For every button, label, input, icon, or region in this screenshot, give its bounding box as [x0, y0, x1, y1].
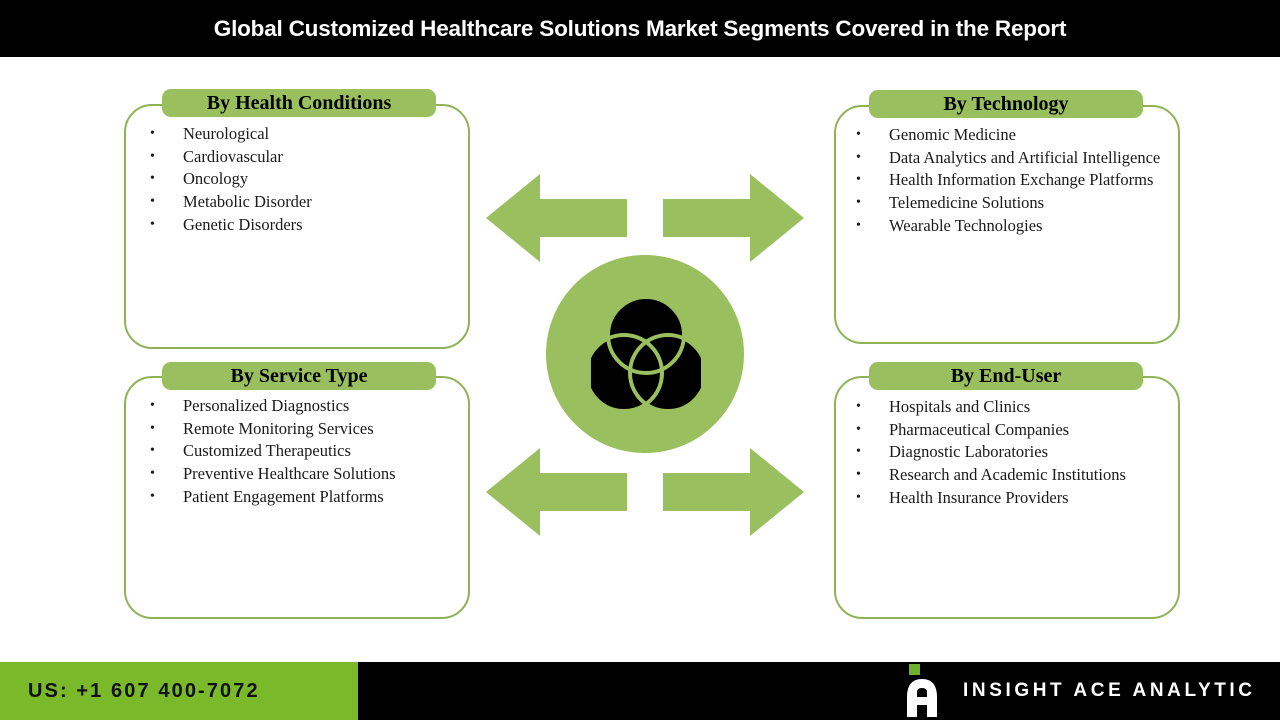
list-item: Neurological	[144, 123, 464, 146]
list-service-type: Personalized Diagnostics Remote Monitori…	[144, 395, 464, 509]
list-item: Health Insurance Providers	[850, 487, 1180, 510]
list-item: Telemedicine Solutions	[850, 192, 1180, 215]
double-headed-arrow-bottom-icon	[486, 440, 804, 536]
panel-header-service-type: By Service Type	[162, 362, 436, 390]
list-item: Customized Therapeutics	[144, 440, 464, 463]
venn-diagram-icon	[591, 295, 701, 413]
insight-ace-analytic-logo-icon	[907, 664, 937, 717]
list-item: Personalized Diagnostics	[144, 395, 464, 418]
double-headed-arrow-top-icon	[486, 174, 804, 270]
list-item: Diagnostic Laboratories	[850, 441, 1180, 464]
list-end-user: Hospitals and Clinics Pharmaceutical Com…	[850, 396, 1180, 510]
list-item: Metabolic Disorder	[144, 191, 464, 214]
title-bar: Global Customized Healthcare Solutions M…	[0, 0, 1280, 57]
list-item: Data Analytics and Artificial Intelligen…	[850, 147, 1180, 170]
list-item: Genomic Medicine	[850, 124, 1180, 147]
list-health-conditions: Neurological Cardiovascular Oncology Met…	[144, 123, 464, 237]
list-item: Remote Monitoring Services	[144, 418, 464, 441]
list-item: Cardiovascular	[144, 146, 464, 169]
panel-title-service-type: By Service Type	[230, 364, 368, 387]
list-item: Hospitals and Clinics	[850, 396, 1180, 419]
list-item: Research and Academic Institutions	[850, 464, 1180, 487]
panel-title-end-user: By End-User	[950, 364, 1062, 387]
list-item: Genetic Disorders	[144, 214, 464, 237]
panel-title-health-conditions: By Health Conditions	[206, 91, 392, 114]
list-item: Health Information Exchange Platforms	[850, 169, 1180, 192]
page-title: Global Customized Healthcare Solutions M…	[213, 15, 1067, 41]
panel-header-health-conditions: By Health Conditions	[162, 89, 436, 117]
footer-phone-number: US: +1 607 400-7072	[28, 679, 260, 702]
list-item: Patient Engagement Platforms	[144, 486, 464, 509]
panel-header-technology: By Technology	[869, 90, 1143, 118]
panel-title-technology: By Technology	[943, 92, 1069, 115]
list-item: Oncology	[144, 168, 464, 191]
list-item: Pharmaceutical Companies	[850, 419, 1180, 442]
list-technology: Genomic Medicine Data Analytics and Arti…	[850, 124, 1180, 238]
footer-phone-block: US: +1 607 400-7072	[0, 662, 358, 720]
list-item: Preventive Healthcare Solutions	[144, 463, 464, 486]
footer-brand-name: INSIGHT ACE ANALYTIC	[963, 680, 1256, 701]
list-item: Wearable Technologies	[850, 215, 1180, 238]
panel-header-end-user: By End-User	[869, 362, 1143, 390]
